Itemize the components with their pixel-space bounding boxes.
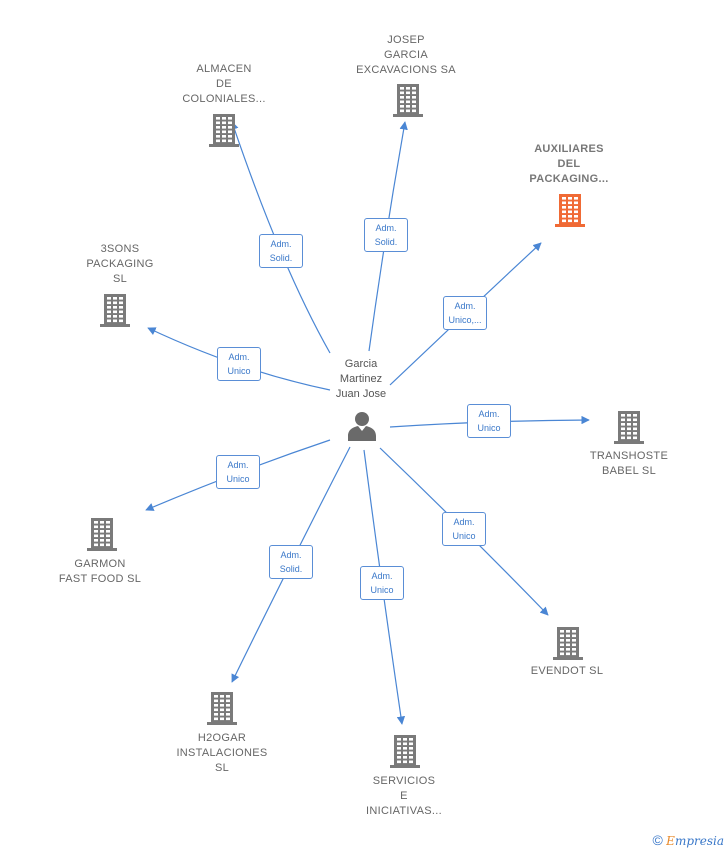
company-label-evendot[interactable]: EVENDOT SL [502,664,632,679]
company-label-line: COLONIALES... [182,93,266,105]
company-label-line: SL [112,273,128,285]
person-icon[interactable] [346,410,378,442]
person-name-line: Juan Jose [335,388,387,400]
company-label-line: DEL [557,158,581,170]
company-label-line: INSTALACIONES [176,747,268,759]
relation-label-line: Adm. [453,517,475,527]
brand-first-letter: E [666,834,675,848]
relation-label-josep[interactable]: Adm. Solid. [364,218,408,252]
relation-label-line: Unico [370,585,394,595]
building-icon[interactable] [551,625,585,661]
relation-label-line: Unico [227,366,251,376]
brand-rest: mpresia [674,834,724,848]
company-label-line: GARCIA [384,49,428,61]
building-icon[interactable] [388,733,422,769]
relation-label-line: Adm. [227,460,249,470]
relation-label-evendot[interactable]: Adm. Unico [442,512,486,546]
building-icon[interactable] [85,516,119,552]
relation-label-line: Adm. [270,239,292,249]
company-label-line: E [400,790,408,802]
brand-logo: Empresia [666,834,724,848]
relation-label-transhoste[interactable]: Adm. Unico [467,404,511,438]
relation-label-line: Unico [452,531,476,541]
company-label-line: INICIATIVAS... [366,805,442,817]
company-label-auxiliares[interactable]: AUXILIARES DEL PACKAGING... [504,142,634,187]
company-label-servicios[interactable]: SERVICIOS E INICIATIVAS... [339,774,469,819]
company-label-line: TRANSHOSTE [589,450,669,462]
building-icon[interactable] [205,690,239,726]
relation-label-line: Adm. [371,571,393,581]
building-icon[interactable] [612,409,646,445]
company-label-line: SERVICIOS [372,775,436,787]
relation-label-3sons[interactable]: Adm. Unico [217,347,261,381]
relation-label-servicios[interactable]: Adm. Unico [360,566,404,600]
company-label-line: EVENDOT SL [530,665,604,677]
company-label-transhoste[interactable]: TRANSHOSTE BABEL SL [564,449,694,479]
relation-label-line: Solid. [374,237,398,247]
copyright-symbol: © [652,832,663,848]
relation-label-line: Solid. [279,564,303,574]
relation-label-line: Unico [477,423,501,433]
building-icon[interactable] [207,112,241,148]
building-icon[interactable] [98,292,132,328]
relation-label-h2ogar[interactable]: Adm. Solid. [269,545,313,579]
company-label-line: AUXILIARES [534,143,604,155]
company-label-line: PACKAGING [86,258,154,270]
building-icon[interactable] [553,192,587,228]
relation-label-line: Adm. [478,409,500,419]
company-label-line: SL [214,762,230,774]
relation-label-line: Unico,... [448,315,482,325]
relation-label-auxiliares[interactable]: Adm. Unico,... [443,296,487,330]
company-label-almacen[interactable]: ALMACEN DE COLONIALES... [159,62,289,107]
person-name-line: Garcia [344,358,378,370]
relation-label-line: Adm. [228,352,250,362]
person-name-line: Martinez [339,373,383,385]
company-label-line: FAST FOOD SL [58,573,142,585]
company-label-line: H2OGAR [197,732,247,744]
relation-label-line: Adm. [375,223,397,233]
relation-label-line: Adm. [454,301,476,311]
relation-label-garmon[interactable]: Adm. Unico [216,455,260,489]
company-label-line: JOSEP [387,34,425,46]
relation-label-line: Adm. [280,550,302,560]
company-label-line: BABEL SL [602,465,656,477]
company-label-line: ALMACEN [196,63,252,75]
relation-label-almacen[interactable]: Adm. Solid. [259,234,303,268]
person-name[interactable]: Garcia Martinez Juan Jose [311,357,411,402]
company-label-josep[interactable]: JOSEP GARCIA EXCAVACIONS SA [341,33,471,78]
footer-brand: © Empresia [653,832,725,848]
building-icon[interactable] [391,82,425,118]
relation-label-line: Unico [226,474,250,484]
company-label-line: PACKAGING... [529,173,609,185]
company-label-line: GARMON [74,558,126,570]
company-label-3sons[interactable]: 3SONS PACKAGING SL [55,242,185,287]
company-label-line: 3SONS [100,243,140,255]
company-label-h2ogar[interactable]: H2OGAR INSTALACIONES SL [157,731,287,776]
relation-label-line: Solid. [269,253,293,263]
company-label-garmon[interactable]: GARMON FAST FOOD SL [35,557,165,587]
company-label-line: DE [216,78,232,90]
company-label-line: EXCAVACIONS SA [356,64,456,76]
